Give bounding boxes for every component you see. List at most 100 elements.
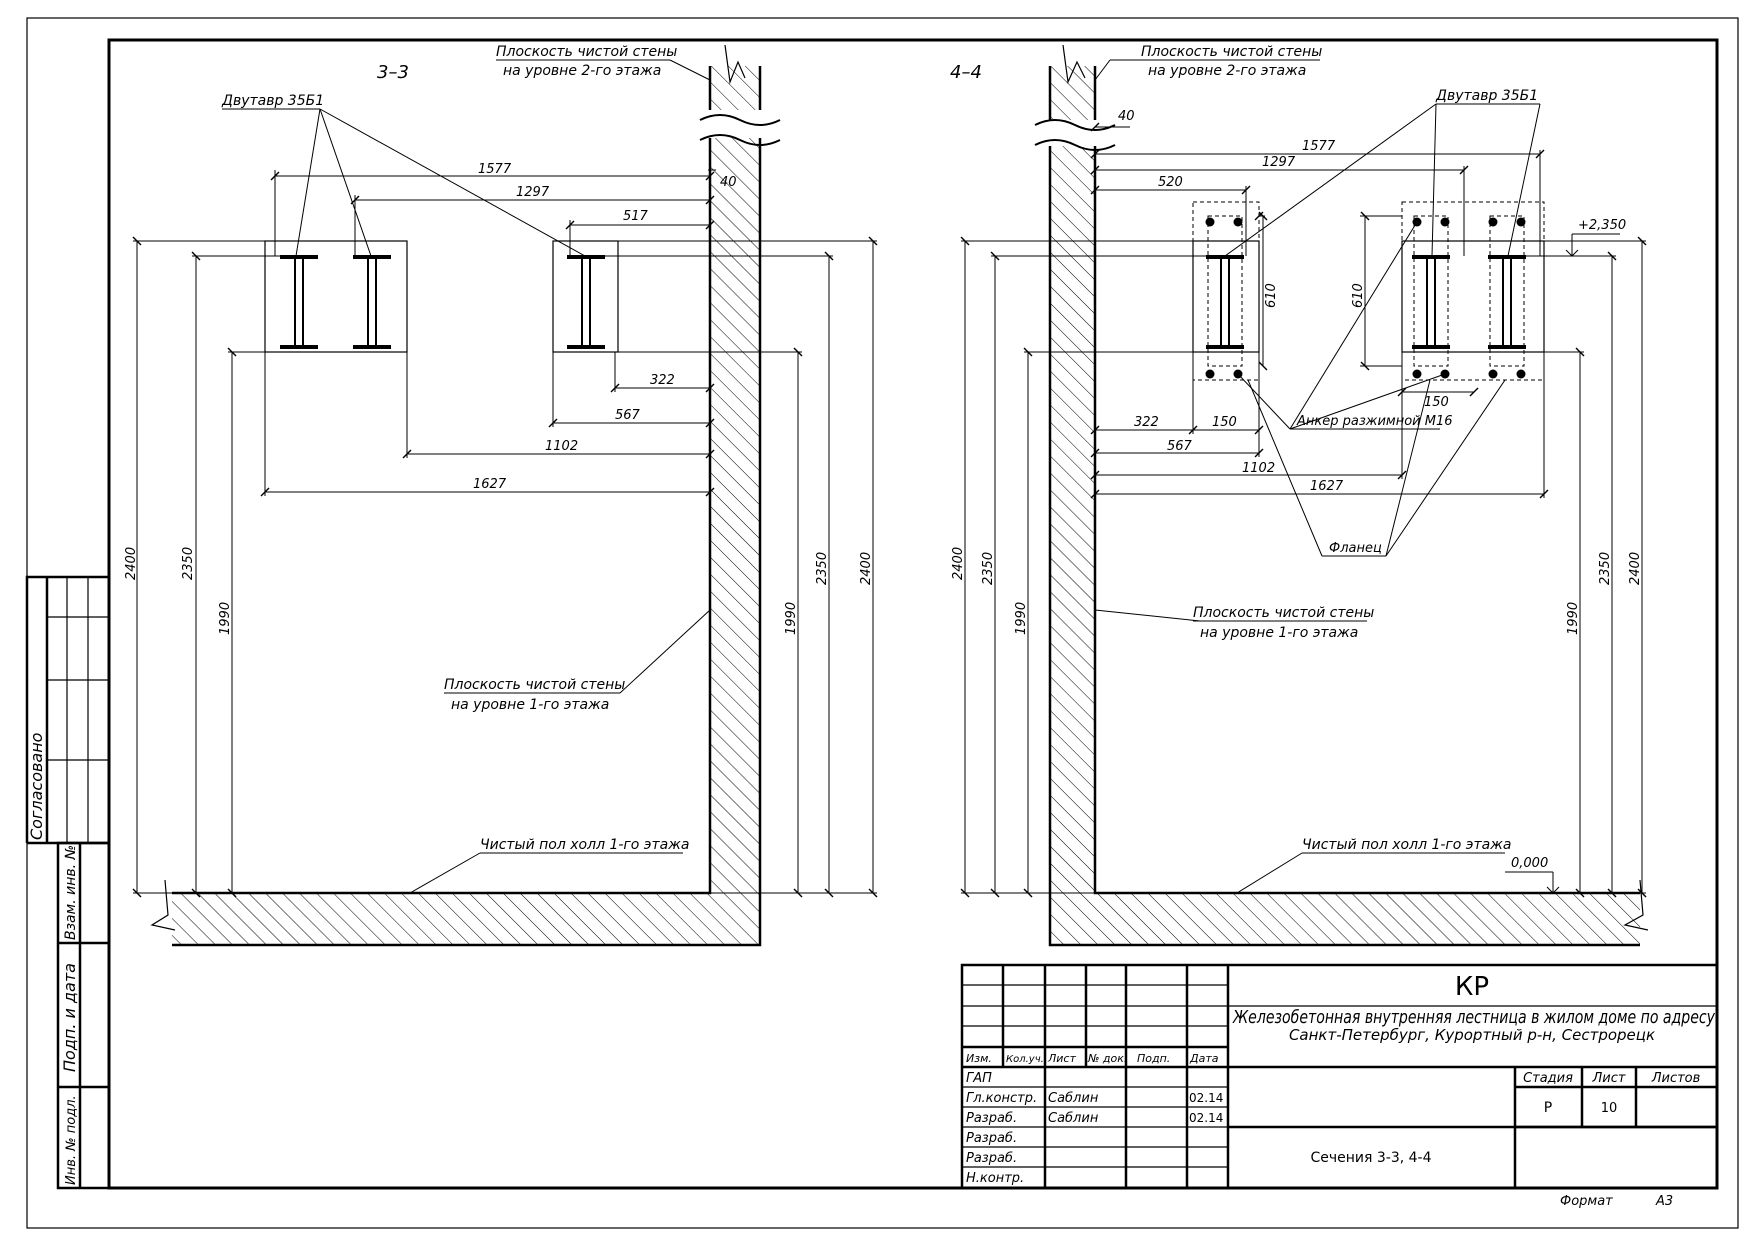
floor-label: Чистый пол холл 1-го этажа (480, 837, 689, 853)
dim-2400-left: 2400 (124, 547, 139, 580)
dim-520: 520 (1158, 175, 1183, 190)
leader (1385, 379, 1431, 557)
dim-1990-left: 1990 (218, 602, 233, 635)
i-beam (1206, 255, 1244, 349)
role-4: Разраб. (966, 1151, 1017, 1166)
dim-1297: 1297 (1262, 155, 1296, 170)
sheets-label: Листов (1651, 1071, 1701, 1086)
leader (1385, 379, 1506, 557)
dim-1297: 1297 (516, 185, 550, 200)
dim-2350-right: 2350 (815, 552, 830, 585)
stage-label: Стадия (1523, 1071, 1573, 1086)
wall-outer-edge (1048, 66, 1640, 947)
dim-lines-vertical (960, 236, 1647, 898)
wall1-label-2: на уровне 1-го этажа (1200, 625, 1358, 641)
beam-label: Двутавр 35Б1 (221, 93, 324, 109)
dim-322: 322 (650, 373, 675, 388)
wall1-label-1: Плоскость чистой стены (1193, 605, 1374, 621)
leader (1094, 609, 1201, 622)
section-4-4: 4–4 (950, 44, 1649, 947)
dim-2400-right: 2400 (1628, 552, 1643, 585)
beam-single-box (552, 240, 619, 353)
wall-break-top (724, 44, 746, 85)
leader (319, 108, 372, 257)
beam-pair-box (264, 240, 408, 353)
section-3-3: 3–3 Плоскость чистой стены на уровне 2-г… (124, 44, 878, 947)
dim-610-b: 610 (1351, 283, 1366, 308)
wall2-label-1: Плоскость чистой стены (1141, 44, 1322, 60)
leader (1289, 373, 1446, 430)
floor-break (150, 879, 176, 931)
project-address: Санкт-Петербург, Курортный р-н, Сестроре… (1289, 1026, 1655, 1044)
role-5: Н.контр. (966, 1171, 1024, 1186)
name-1: Саблин (1048, 1091, 1099, 1106)
sheet-label: Лист (1592, 1071, 1626, 1086)
title-block: КР Железобетонная внутренняя лестница в … (960, 963, 1717, 1209)
role-2: Разраб. (966, 1111, 1017, 1126)
dim-1577: 1577 (478, 162, 512, 177)
flange-inner (1207, 215, 1243, 367)
dim-610-a: 610 (1264, 283, 1279, 308)
wall-outer-edge (172, 66, 762, 947)
podp-label: Подп. и дата (60, 963, 79, 1072)
dim-lines-vertical (132, 236, 878, 898)
level-top: +2,350 (1578, 218, 1626, 233)
role-1: Гл.констр. (966, 1091, 1037, 1106)
agreed-label: Согласовано (27, 732, 46, 840)
wall-inner-edge (172, 66, 712, 895)
dim-150-b: 150 (1424, 395, 1449, 410)
flange-inner (1413, 215, 1449, 367)
dim-1102: 1102 (1242, 461, 1275, 476)
level-zero: 0,000 (1511, 856, 1548, 871)
floor-label: Чистый пол холл 1-го этажа (1302, 837, 1511, 853)
leader (1431, 103, 1437, 257)
wall2-label-2: на уровне 2-го этажа (1148, 63, 1306, 79)
section-3-3-title: 3–3 (377, 62, 409, 83)
dim-1990-right: 1990 (1566, 602, 1581, 635)
leader (319, 108, 586, 257)
flange-box (1401, 201, 1545, 381)
dim-1577: 1577 (1302, 139, 1336, 154)
dim-lines (1090, 122, 1549, 499)
wall2-label-2: на уровне 2-го этажа (503, 63, 661, 79)
leader (1247, 379, 1323, 557)
doc-code: КР (1455, 972, 1489, 1002)
format-value: А3 (1655, 1194, 1673, 1209)
level-zero-arrow (1546, 886, 1560, 894)
flange-box (1192, 201, 1260, 381)
wall-break-line (1034, 119, 1116, 151)
dim-40: 40 (720, 175, 737, 190)
name-2: Саблин (1048, 1111, 1099, 1126)
header-data: Дата (1189, 1052, 1219, 1065)
dim-567: 567 (1167, 439, 1193, 454)
header-ndok: № док. (1087, 1052, 1127, 1065)
dim-2350-left: 2350 (981, 552, 996, 585)
i-beam (1488, 255, 1526, 349)
wall2-label-1: Плоскость чистой стены (496, 44, 677, 60)
side-stamp: Согласовано Взам. инв. № Подп. и дата Ин… (25, 575, 109, 1190)
dim-567: 567 (615, 408, 641, 423)
leader (295, 108, 321, 257)
vzam-label: Взам. инв. № (63, 845, 79, 940)
date-1: 02.14 (1189, 1091, 1223, 1105)
dim-2400-left: 2400 (951, 547, 966, 580)
dim-2400-right: 2400 (859, 552, 874, 585)
beam-label: Двутавр 35Б1 (1435, 88, 1538, 104)
i-beam (1412, 255, 1450, 349)
wall-break-top (1062, 44, 1086, 85)
leader (619, 609, 711, 694)
role-3: Разраб. (966, 1131, 1017, 1146)
dim-lines (260, 169, 716, 497)
inv-label: Инв. № подл. (64, 1095, 79, 1185)
inner-frame (107, 38, 1719, 1190)
wall-hatch (172, 66, 760, 945)
wall-hatch (1050, 66, 1640, 945)
dim-2350-right: 2350 (1598, 552, 1613, 585)
i-beam (353, 255, 391, 349)
flange-inner (1489, 215, 1525, 367)
leader (409, 852, 481, 894)
outer-frame (26, 17, 1739, 1229)
sheet-value: 10 (1601, 1101, 1618, 1116)
dim-1102: 1102 (545, 439, 578, 454)
